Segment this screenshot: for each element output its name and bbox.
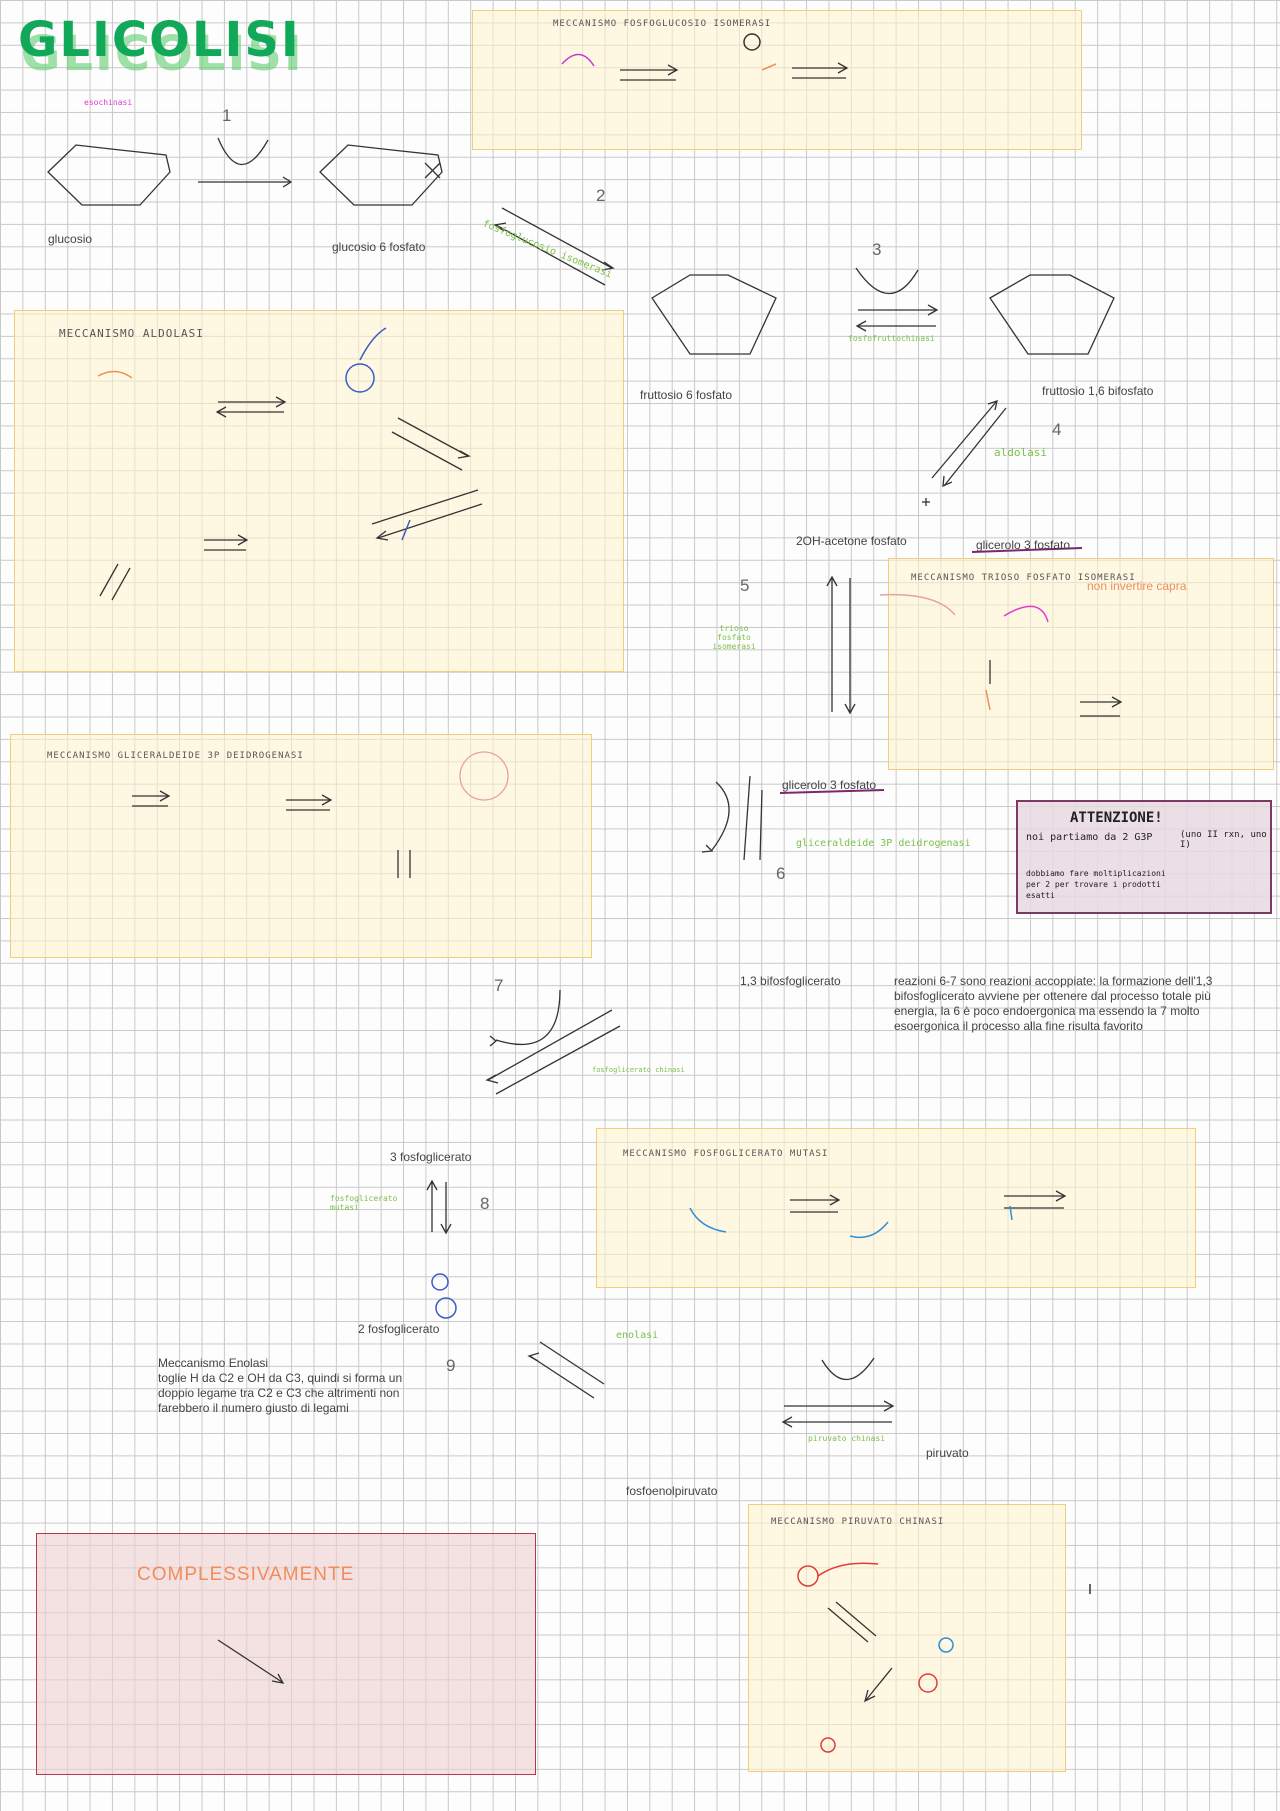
step-number: 6 bbox=[776, 864, 786, 883]
diidrossiacetone-label: 2OH-acetone fosfato bbox=[796, 534, 907, 548]
fruttosio6p-label: fruttosio 6 fosfato bbox=[640, 388, 733, 402]
step-number: 1 bbox=[222, 106, 232, 125]
esochinasi-label: esochinasi bbox=[84, 98, 133, 107]
attenzione-line3: dobbiamo fare moltiplicazioni per 2 per … bbox=[1026, 869, 1166, 900]
gliceraldeide3p-label-b: glicerolo 3 fosfato bbox=[782, 778, 877, 792]
step-number: 8 bbox=[480, 1194, 490, 1213]
fosfoglicerato-chinasi-label: fosfoglicerato chinasi bbox=[592, 1066, 685, 1074]
fruttosio6p-ring bbox=[651, 274, 777, 355]
glucosio-ring bbox=[47, 144, 171, 206]
step-number: 5 bbox=[740, 576, 750, 595]
mutasi-box-title: MECCANISMO FOSFOGLICERATO MUTASI bbox=[623, 1149, 829, 1159]
fosfoglicerato-mutasi-label: fosfoglicerato mutasi bbox=[330, 1194, 398, 1212]
triosofosfato-box-title: MECCANISMO TRIOSO FOSFATO ISOMERASI bbox=[911, 573, 1136, 583]
triosofosfato-mechanism-box: MECCANISMO TRIOSO FOSFATO ISOMERASI non … bbox=[888, 558, 1274, 770]
glucosio6p-label: glucosio 6 fosfato bbox=[332, 240, 426, 254]
enolasi-label: enolasi bbox=[616, 1330, 659, 1341]
glucosio-label: glucosio bbox=[48, 232, 93, 246]
step-number: 9 bbox=[446, 1356, 456, 1375]
complessivamente-box: COMPLESSIVAMENTE bbox=[36, 1533, 536, 1775]
non-invertire-note: non invertire capra bbox=[1087, 579, 1187, 593]
piruvato-chinasi-label: piruvato chinasi bbox=[808, 1434, 886, 1443]
glucosio6p-ring bbox=[319, 144, 443, 206]
step-number: 3 bbox=[872, 240, 882, 259]
fruttosio16bp-label: fruttosio 1,6 bifosfato bbox=[1042, 384, 1154, 398]
enolasi-note-title: Meccanismo Enolasi bbox=[158, 1356, 269, 1370]
piruvato-mechanism-box: MECCANISMO PIRUVATO CHINASI bbox=[748, 1504, 1066, 1772]
bifosfoglicerato-label: 1,3 bifosfoglicerato bbox=[740, 974, 841, 988]
gliceraldeide-box-title: MECCANISMO GLICERALDEIDE 3P DEIDROGENASI bbox=[47, 751, 304, 761]
fosfofruttochinasi-label: fosfofruttochinasi bbox=[848, 334, 935, 343]
triosofosfato-label: trioso fosfato isomerasi bbox=[712, 624, 756, 651]
isomerasi-box-title: MECCANISMO FOSFOGLUCOSIO ISOMERASI bbox=[553, 19, 772, 29]
pep-label: fosfoenolpiruvato bbox=[626, 1484, 718, 1498]
complessivamente-title: COMPLESSIVAMENTE bbox=[137, 1564, 355, 1585]
gliceraldeide-deidrogenasi-label: gliceraldeide 3P deidrogenasi bbox=[796, 838, 971, 849]
attenzione-title: ATTENZIONE! bbox=[1070, 810, 1163, 826]
gliceraldeide-mechanism-box: MECCANISMO GLICERALDEIDE 3P DEIDROGENASI bbox=[10, 734, 592, 958]
enolasi-note-text: toglie H da C2 e OH da C3, quindi si for… bbox=[158, 1371, 403, 1415]
fosfoglicerato3-label: 3 fosfoglicerato bbox=[390, 1150, 472, 1164]
aldolasi-mechanism-box: MECCANISMO ALDOLASI bbox=[14, 310, 624, 672]
piruvato-label: piruvato bbox=[926, 1446, 969, 1460]
step-number: 7 bbox=[494, 976, 504, 995]
aldolasi-label: aldolasi bbox=[994, 446, 1047, 459]
step-number: 2 bbox=[596, 186, 606, 205]
piruvato-box-title: MECCANISMO PIRUVATO CHINASI bbox=[771, 1517, 945, 1527]
gliceraldeide3p-label-a: glicerolo 3 fosfato bbox=[976, 538, 1071, 552]
mutasi-mechanism-box: MECCANISMO FOSFOGLICERATO MUTASI bbox=[596, 1128, 1196, 1288]
attenzione-line1: noi partiamo da 2 G3P bbox=[1026, 832, 1153, 843]
fruttosio16bp-ring bbox=[989, 274, 1115, 355]
fosfoglicerato2-label: 2 fosfoglicerato bbox=[358, 1322, 440, 1336]
attenzione-box: ATTENZIONE! noi partiamo da 2 G3P (uno I… bbox=[1016, 800, 1272, 914]
attenzione-line2: (uno II rxn, uno I) bbox=[1180, 830, 1267, 850]
page-title: GLICOLISI bbox=[18, 12, 301, 68]
aldolasi-box-title: MECCANISMO ALDOLASI bbox=[59, 327, 204, 340]
step-number: 4 bbox=[1052, 420, 1062, 439]
isomerasi-mechanism-box: MECCANISMO FOSFOGLUCOSIO ISOMERASI bbox=[472, 10, 1082, 150]
accoppiate-note: reazioni 6-7 sono reazioni accoppiate: l… bbox=[894, 974, 1213, 1033]
